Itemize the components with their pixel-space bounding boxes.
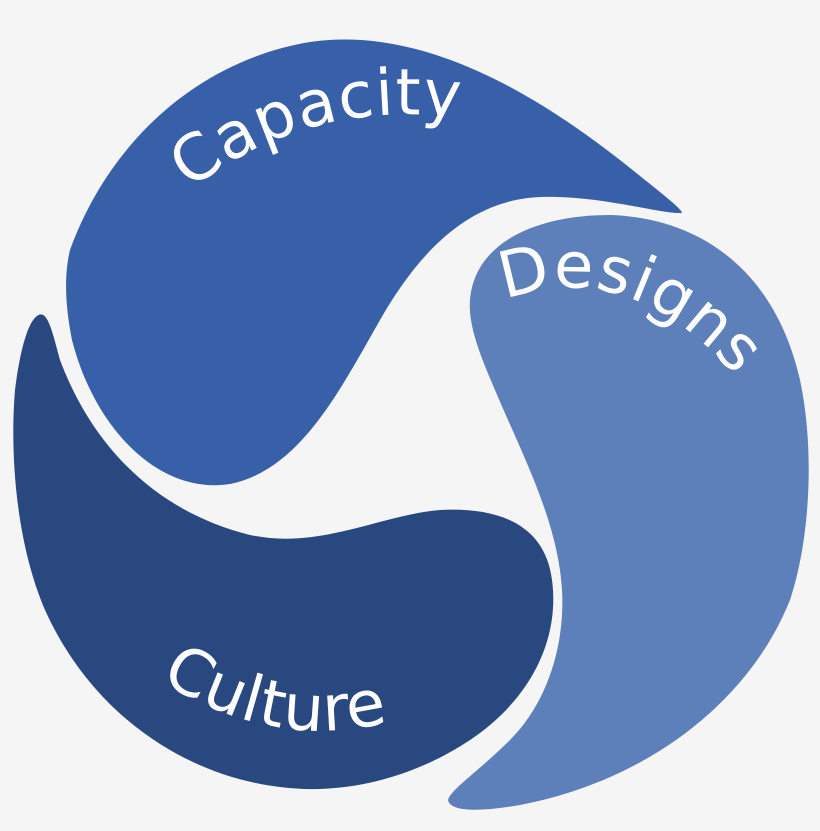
segment-designs: Designs xyxy=(448,215,809,810)
culture-shape xyxy=(13,314,554,790)
segment-capacity: Capacity xyxy=(66,39,682,486)
designs-shape xyxy=(448,215,809,810)
capacity-shape xyxy=(66,39,682,486)
segment-culture: Culture xyxy=(13,314,554,790)
